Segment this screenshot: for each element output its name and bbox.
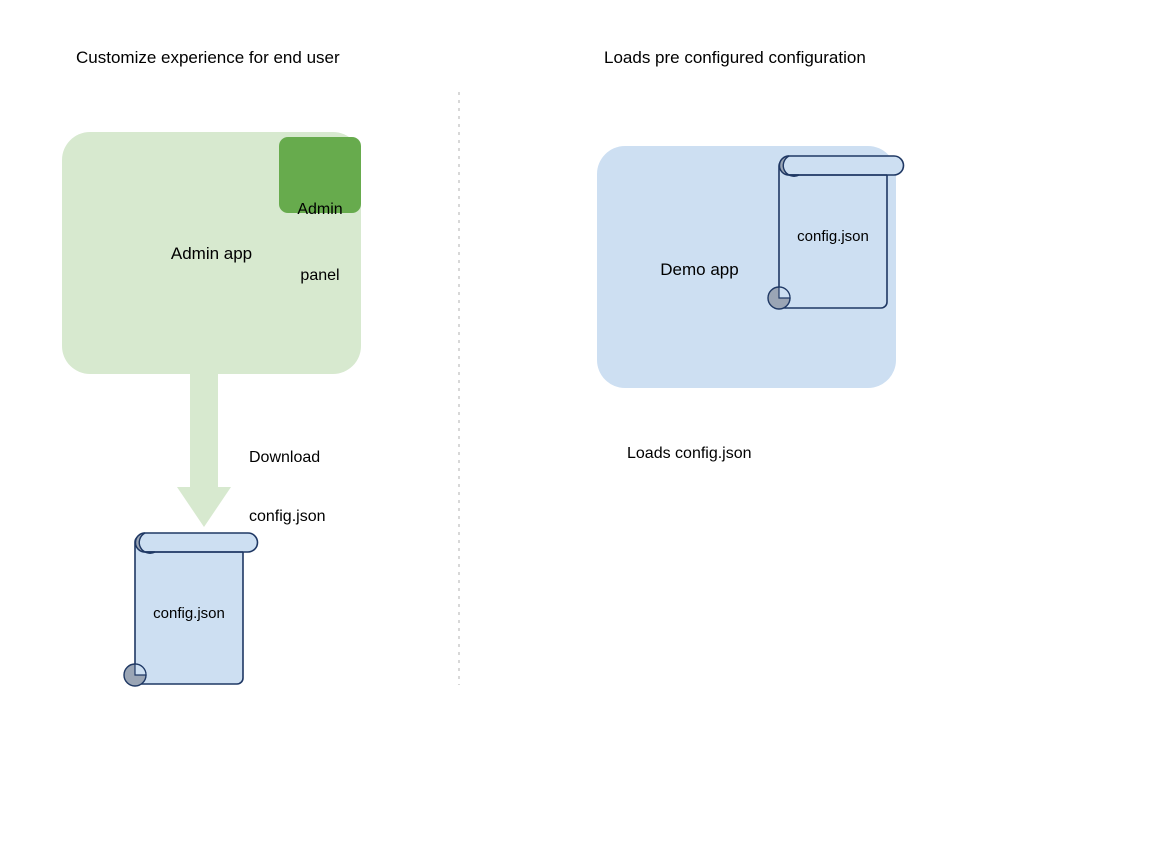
left-document-label: config.json: [153, 605, 225, 622]
download-arrow-label: Download config.json: [249, 409, 326, 565]
right-doc-bottom-curl-notch: [778, 286, 791, 299]
right-section-title: Loads pre configured configuration: [604, 48, 866, 67]
right-doc-top-roll: [778, 155, 905, 176]
left-config-document[interactable]: [123, 532, 259, 687]
download-arrow: [177, 373, 231, 527]
loads-config-caption: Loads config.json: [627, 445, 752, 462]
admin-app-label: Admin app: [170, 244, 253, 263]
left-doc-top-roll: [134, 532, 259, 553]
right-config-document[interactable]: [767, 155, 905, 310]
right-document-label: config.json: [797, 228, 869, 245]
left-doc-bottom-curl-notch: [134, 663, 147, 676]
admin-panel-label-line2: panel: [300, 267, 340, 285]
download-arrow-label-line2: config.json: [249, 507, 326, 525]
download-arrow-label-line1: Download: [249, 449, 321, 467]
admin-panel-label-line1: Admin: [297, 201, 343, 219]
demo-app-label: Demo app: [660, 260, 739, 279]
admin-panel-box[interactable]: [279, 137, 361, 213]
admin-panel-label: Admin panel: [279, 155, 361, 332]
left-section-title: Customize experience for end user: [76, 48, 340, 67]
